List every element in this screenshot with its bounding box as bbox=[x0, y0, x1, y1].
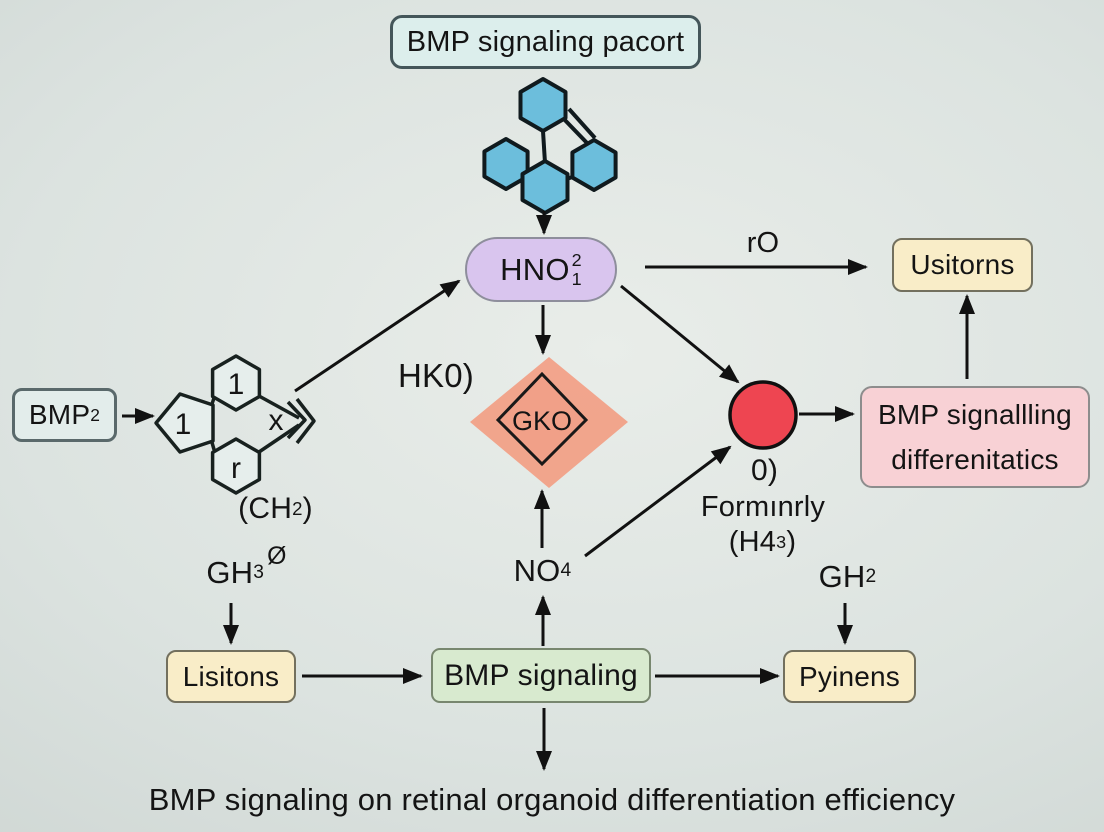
gko-diamond: GKO bbox=[470, 357, 628, 488]
hexagon-top bbox=[518, 77, 568, 133]
pyinens-node: Pyinens bbox=[783, 650, 916, 703]
chevron-mark-2 bbox=[295, 397, 316, 445]
hexagon-bottom-label: r bbox=[231, 452, 241, 485]
pentagon bbox=[154, 392, 215, 454]
lisitons-node: Lisitons bbox=[166, 650, 296, 703]
hno-base: HNO bbox=[500, 251, 570, 287]
x-label: x bbox=[269, 404, 284, 437]
title-box: BMP signaling pacort bbox=[390, 15, 701, 69]
gh2-base: GH bbox=[818, 559, 866, 594]
arrow-structure-to-hno bbox=[294, 279, 461, 393]
ch2-post: ) bbox=[302, 492, 313, 525]
usitorns-node: Usitorns bbox=[892, 238, 1033, 292]
hexagon-left bbox=[482, 137, 530, 191]
arrow-hno-to-circle bbox=[620, 284, 740, 384]
forminrly-label: Formınrly bbox=[700, 490, 826, 523]
red-circle-node bbox=[728, 380, 798, 450]
arrow-no4-to-circle bbox=[584, 445, 732, 558]
gko-label: GKO bbox=[512, 406, 572, 436]
bmp2-base: BMP bbox=[28, 399, 91, 430]
ch2-pre: (CH bbox=[238, 492, 293, 525]
left-chemical-structure: 1 1 r x bbox=[154, 354, 316, 495]
molecule-structure bbox=[482, 77, 618, 215]
structure-line-bottom bbox=[258, 423, 300, 454]
hexagon-small-bottom bbox=[210, 437, 262, 495]
diagram-caption: BMP signaling on retinal organoid differ… bbox=[148, 782, 956, 817]
hno-sub: 1 bbox=[571, 268, 582, 289]
zero-paren-label: 0) bbox=[750, 454, 779, 487]
hexagon-top-label: 1 bbox=[228, 368, 245, 401]
bmp-signaling-node: BMP signaling bbox=[431, 648, 651, 703]
ro-arrow-label: rO bbox=[746, 226, 780, 259]
pink-line1: BMP signallling bbox=[878, 399, 1072, 430]
hexagon-small-top bbox=[210, 354, 262, 412]
molecule-double-bond-2 bbox=[567, 107, 597, 140]
gko-inner-diamond bbox=[495, 371, 589, 467]
hk0-label: HK0) bbox=[398, 357, 474, 394]
pentagon-label: 1 bbox=[175, 408, 192, 441]
h43-pre: (H4 bbox=[728, 525, 777, 558]
structure-line-top bbox=[258, 394, 300, 420]
hno-sup: 2 bbox=[571, 249, 582, 270]
h43-post: ) bbox=[786, 525, 797, 558]
hexagon-right bbox=[570, 138, 618, 192]
pink-result-node: BMP signallling differenitatics bbox=[860, 386, 1090, 488]
chevron-mark-1 bbox=[286, 400, 307, 440]
no4-base: NO bbox=[513, 553, 561, 588]
pink-line2: differenitatics bbox=[891, 444, 1059, 475]
hexagon-center bbox=[520, 159, 570, 215]
arrows bbox=[122, 211, 975, 771]
gh3-base: GH bbox=[206, 555, 254, 590]
molecule-bond bbox=[541, 130, 547, 164]
